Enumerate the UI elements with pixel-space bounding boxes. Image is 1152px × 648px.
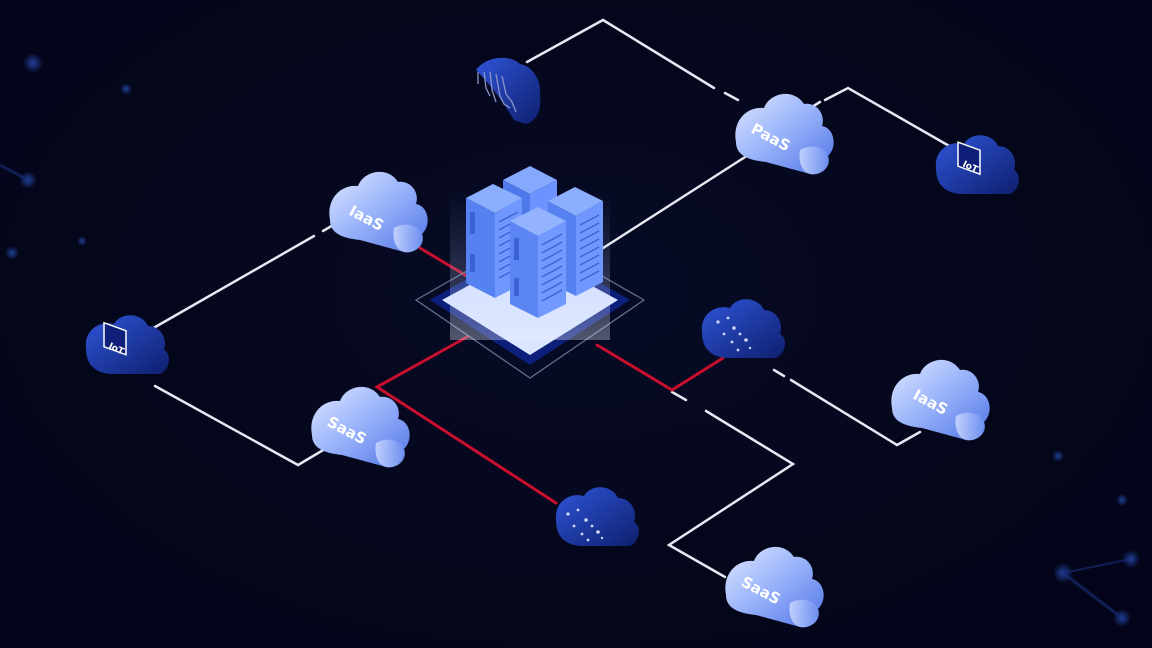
central-server-cluster (414, 166, 646, 379)
iot-cloud-node-left[interactable]: IoT (85, 315, 169, 374)
circuit-cloud-icon (476, 57, 541, 124)
iot-chip-cloud-icon (85, 315, 169, 374)
cloud-node-iaas[interactable]: IaaS (329, 171, 428, 253)
network-cloud-node-bottom[interactable] (555, 487, 639, 546)
network-cloud-node-right[interactable] (701, 299, 785, 358)
background-particles (0, 53, 1140, 627)
server-rack-icon (510, 207, 566, 318)
iot-cloud-node-right[interactable]: IoT (935, 135, 1019, 194)
network-dots-cloud-icon (555, 487, 639, 546)
cloud-node-saas[interactable]: SaaS (725, 546, 824, 628)
network-dots-cloud-icon (701, 299, 785, 358)
white-connectors (148, 18, 953, 579)
cloud-node-paas[interactable]: PaaS (735, 93, 834, 175)
cloud-node-iaas[interactable]: IaaS (891, 359, 990, 441)
chip-icon (103, 321, 127, 356)
cloud-node-saas[interactable]: SaaS (311, 386, 410, 468)
circuit-cloud-node[interactable] (476, 57, 541, 124)
chip-icon (957, 141, 981, 176)
circuit-traces-icon (477, 71, 517, 113)
